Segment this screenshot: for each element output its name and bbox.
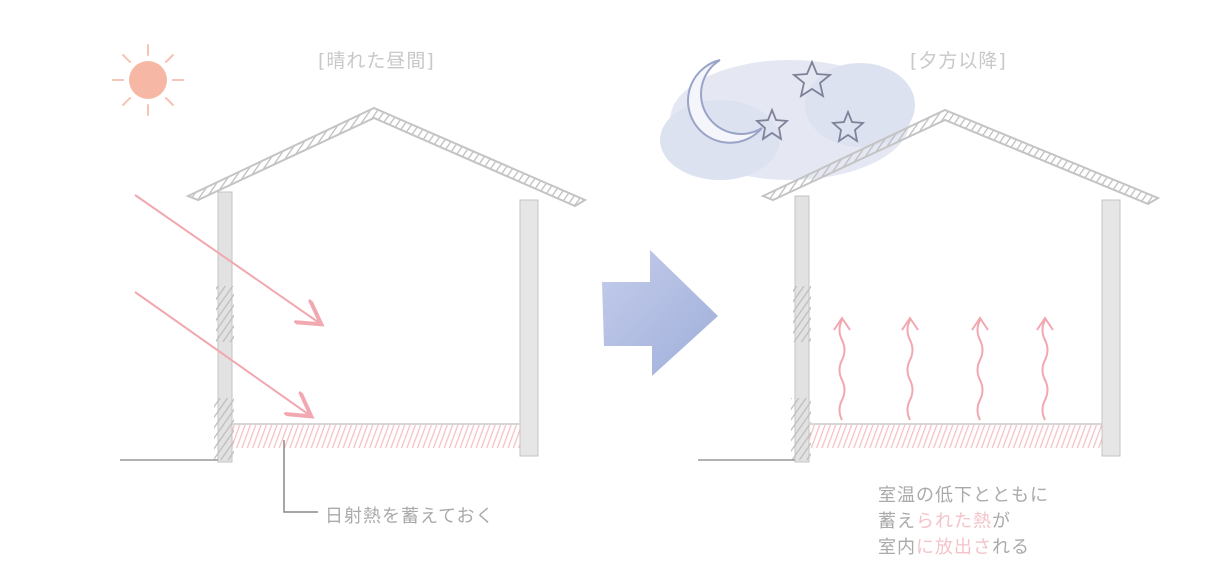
night-title: [夕方以降] xyxy=(910,50,1007,72)
night-note-line2-c: 熱 xyxy=(973,511,992,532)
callout-line xyxy=(283,440,318,513)
window xyxy=(214,398,234,460)
sun-icon xyxy=(112,44,184,116)
night-note: 室温の低下とともに 蓄えられた熱が 室内に放出される xyxy=(878,483,1049,561)
day-title: [晴れた昼間] xyxy=(318,50,435,72)
night-note-line3-b: に放出さ xyxy=(916,537,992,558)
night-house xyxy=(660,59,1161,463)
night-note-line3-c: れる xyxy=(992,537,1030,558)
night-note-line1: 室温の低下とともに xyxy=(878,485,1049,506)
day-house xyxy=(112,44,588,513)
night-note-line2-a: 蓄え xyxy=(878,511,916,532)
roof xyxy=(185,106,588,208)
night-note-line2: 蓄えられた熱が xyxy=(878,509,1049,535)
roof xyxy=(760,108,1161,206)
right-wall xyxy=(519,199,539,457)
night-note-line2-d: が xyxy=(992,511,1011,532)
day-note: 日射熱を蓄えておく xyxy=(325,506,495,527)
right-wall xyxy=(1101,199,1121,457)
star-icon xyxy=(754,59,866,143)
heat-release-arrows xyxy=(833,316,1054,421)
window xyxy=(793,286,811,342)
sunlight-ray xyxy=(134,194,318,322)
night-note-line2-b: られた xyxy=(916,511,973,532)
night-note-line3: 室内に放出される xyxy=(878,535,1049,561)
transition-arrow-icon xyxy=(602,250,718,376)
sunlight-ray xyxy=(134,291,308,414)
heat-storage-floor xyxy=(232,424,520,448)
window xyxy=(791,398,811,460)
night-note-line3-a: 室内 xyxy=(878,537,916,558)
moon-icon xyxy=(687,59,763,144)
window xyxy=(216,286,234,342)
heat-storage-floor xyxy=(809,424,1102,448)
